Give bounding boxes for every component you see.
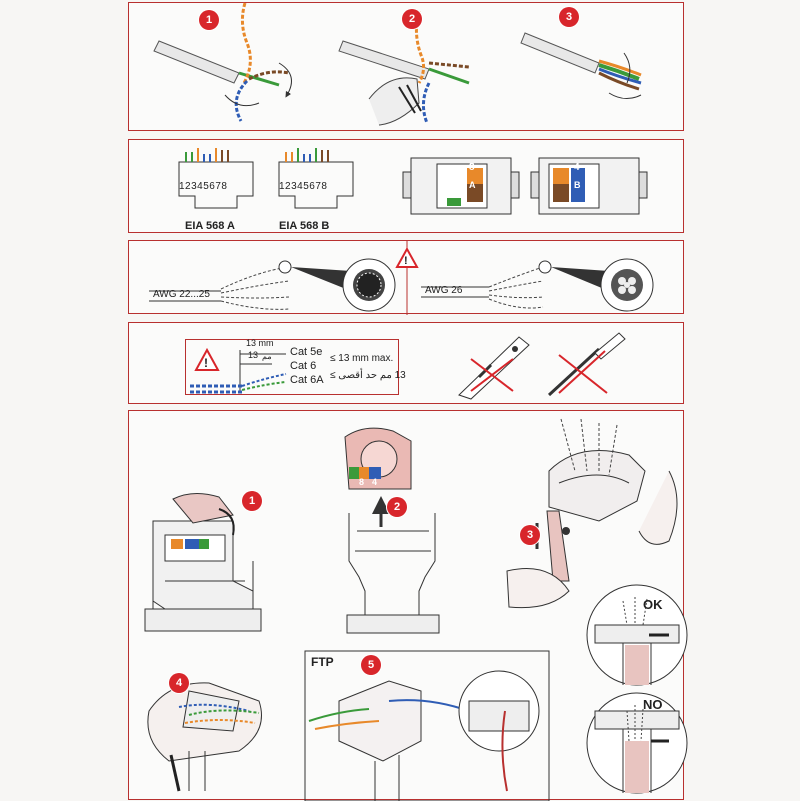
- wire-gauge-illustration: !: [149, 241, 654, 315]
- awg-left-label: AWG 22...25: [153, 289, 210, 300]
- panel-strip-length: ! 13 mm 13 مم Cat 5e Cat 6 Cat 6A ≤ 13 m…: [128, 322, 684, 404]
- cat-6-label: Cat 6: [290, 360, 317, 372]
- jack-pinout-a-icon: [178, 148, 254, 209]
- max-length-label: ≤ 13 mm max.: [330, 353, 394, 364]
- cat-5e-label: Cat 5e: [290, 346, 323, 358]
- ok-label: OK: [643, 597, 663, 612]
- punch-down-tool-icon: [458, 336, 530, 400]
- stripped-wires-icon: [190, 350, 287, 394]
- dim-inner-label: 13: [248, 350, 259, 360]
- panel-wiring-standards: 12345678 EIA 568 A 12345678 EIA 568 B 8 …: [128, 139, 684, 233]
- no-label: NO: [643, 697, 663, 712]
- keystone-module-right-icon: [530, 157, 648, 215]
- cat-6a-label: Cat 6A: [290, 374, 324, 386]
- module-pair-b: 4: [372, 477, 378, 487]
- panel-wire-gauge: ! AWG 22...25 AWG 26: [128, 240, 684, 315]
- step-badge-5-3: 3: [520, 525, 540, 545]
- screwdriver-icon: [547, 332, 626, 397]
- step-badge-2: 2: [402, 9, 422, 29]
- panel-cable-preparation: 1 2 3: [128, 2, 684, 131]
- step-badge-1: 1: [199, 10, 219, 30]
- module-left-label: A: [469, 180, 476, 190]
- keystone-module-left-icon: [402, 157, 520, 215]
- svg-text:!: !: [204, 356, 208, 370]
- step-badge-5-5: 5: [361, 655, 381, 675]
- pin-numbers-b: 12345678: [279, 181, 328, 192]
- step-badge-5-1: 1: [242, 491, 262, 511]
- ftp-label: FTP: [311, 655, 334, 669]
- max-length-arabic: 13 مم حد أقصى ≥: [330, 370, 406, 381]
- awg-right-label: AWG 26: [425, 285, 463, 296]
- standard-a-label: EIA 568 A: [185, 220, 235, 232]
- module-left-pair: 8: [469, 162, 475, 173]
- module-assembly-illustration: [144, 418, 688, 801]
- dim-outer-label: 13 mm: [246, 338, 274, 348]
- module-pair-a: 8: [359, 477, 365, 487]
- standard-b-label: EIA 568 B: [279, 220, 330, 232]
- dim-inner-arabic: مم: [262, 352, 272, 361]
- pin-numbers-a: 12345678: [179, 181, 228, 192]
- step-badge-5-2: 2: [387, 497, 407, 517]
- module-right-label: B: [574, 180, 581, 190]
- step-badge-3: 3: [559, 7, 579, 27]
- module-right-pair: 4: [574, 162, 580, 173]
- warning-icon: !: [194, 347, 220, 371]
- cable-preparation-illustration: [153, 2, 642, 126]
- strip-length-callout: ! 13 mm 13 مم Cat 5e Cat 6 Cat 6A ≤ 13 m…: [185, 338, 406, 395]
- panel-module-assembly: 1 2 3 4 5 FTP OK NO 8 4: [128, 410, 688, 801]
- step-badge-5-4: 4: [169, 673, 189, 693]
- jack-pinout-b-icon: [278, 148, 354, 209]
- svg-text:!: !: [404, 255, 408, 267]
